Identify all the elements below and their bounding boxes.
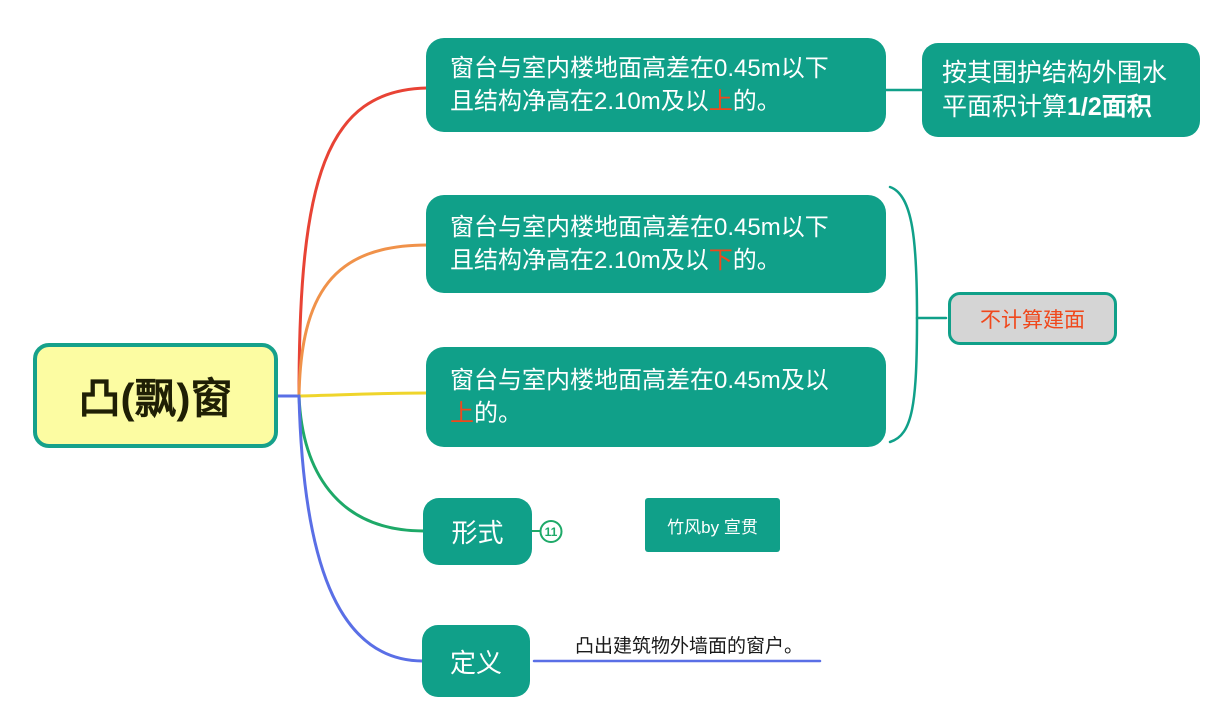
accent-char: 上 [708, 88, 733, 115]
condition-text: 窗台与室内楼地面高差在0.45m以下 [450, 214, 829, 241]
result-bold-text: 1/2面积 [1067, 93, 1152, 121]
condition-text: 且结构净高在2.10m及以 [450, 88, 709, 115]
branch-curve-green [297, 394, 426, 533]
result-no-area-node[interactable]: 不计算建面 [948, 292, 1117, 345]
condition-line: 窗台与室内楼地面高差在0.45m以下 [450, 52, 862, 85]
accent-char: 下 [708, 247, 733, 274]
branch-curve-blue [297, 394, 425, 663]
condition-above-node[interactable]: 窗台与室内楼地面高差在0.45m及以 上的。 [426, 347, 886, 447]
root-node[interactable]: 凸(飘)窗 [33, 343, 278, 448]
condition-text: 窗台与室内楼地面高差在0.45m以下 [450, 55, 829, 82]
condition-below-node[interactable]: 窗台与室内楼地面高差在0.45m以下 且结构净高在2.10m及以下的。 [426, 195, 886, 293]
accent-char: 上 [450, 400, 474, 427]
result-text: 平面积计算 [942, 93, 1068, 121]
condition-text: 的。 [732, 88, 781, 115]
condition-text: 的。 [732, 247, 781, 274]
result-no-area-label: 不计算建面 [980, 308, 1085, 332]
collapse-badge-circle[interactable] [539, 520, 563, 543]
definition-node[interactable]: 定义 [422, 625, 530, 697]
condition-line: 窗台与室内楼地面高差在0.45m以下 [450, 211, 862, 244]
result-line: 按其围护结构外围水 [942, 56, 1180, 90]
condition-text: 的。 [474, 400, 522, 427]
condition-line: 且结构净高在2.10m及以下的。 [450, 244, 862, 277]
form-node[interactable]: 形式 [423, 498, 532, 565]
root-node-label: 凸(飘)窗 [78, 375, 233, 422]
condition-line: 窗台与室内楼地面高差在0.45m及以 [450, 364, 862, 397]
definition-node-label: 定义 [449, 647, 502, 678]
collapse-badge[interactable]: 11 [539, 520, 563, 543]
condition-text: 且结构净高在2.10m及以 [450, 247, 709, 274]
result-text: 按其围护结构外围水 [942, 59, 1168, 87]
watermark-label: 竹风by 宣贯 [667, 517, 758, 537]
result-line: 平面积计算1/2面积 [942, 90, 1180, 124]
branch-curve-yellow [297, 391, 429, 398]
brace-curve [888, 185, 919, 444]
definition-note-text: 凸出建筑物外墙面的窗户。 [575, 636, 804, 657]
definition-note[interactable]: 凸出建筑物外墙面的窗户。 [575, 631, 803, 658]
condition-text: 窗台与室内楼地面高差在0.45m及以 [450, 367, 829, 394]
condition-half-area-node[interactable]: 窗台与室内楼地面高差在0.45m以下 且结构净高在2.10m及以上的。 [426, 38, 886, 132]
branch-curve-orange [297, 243, 429, 398]
collapse-badge-count: 11 [545, 525, 558, 539]
result-half-area-node[interactable]: 按其围护结构外围水 平面积计算1/2面积 [922, 43, 1200, 137]
condition-line: 且结构净高在2.10m及以上的。 [450, 85, 862, 118]
watermark-block: 竹风by 宣贯 [645, 498, 780, 552]
form-node-label: 形式 [451, 518, 504, 548]
condition-line: 上的。 [450, 397, 862, 430]
branch-curve-red [297, 86, 429, 398]
